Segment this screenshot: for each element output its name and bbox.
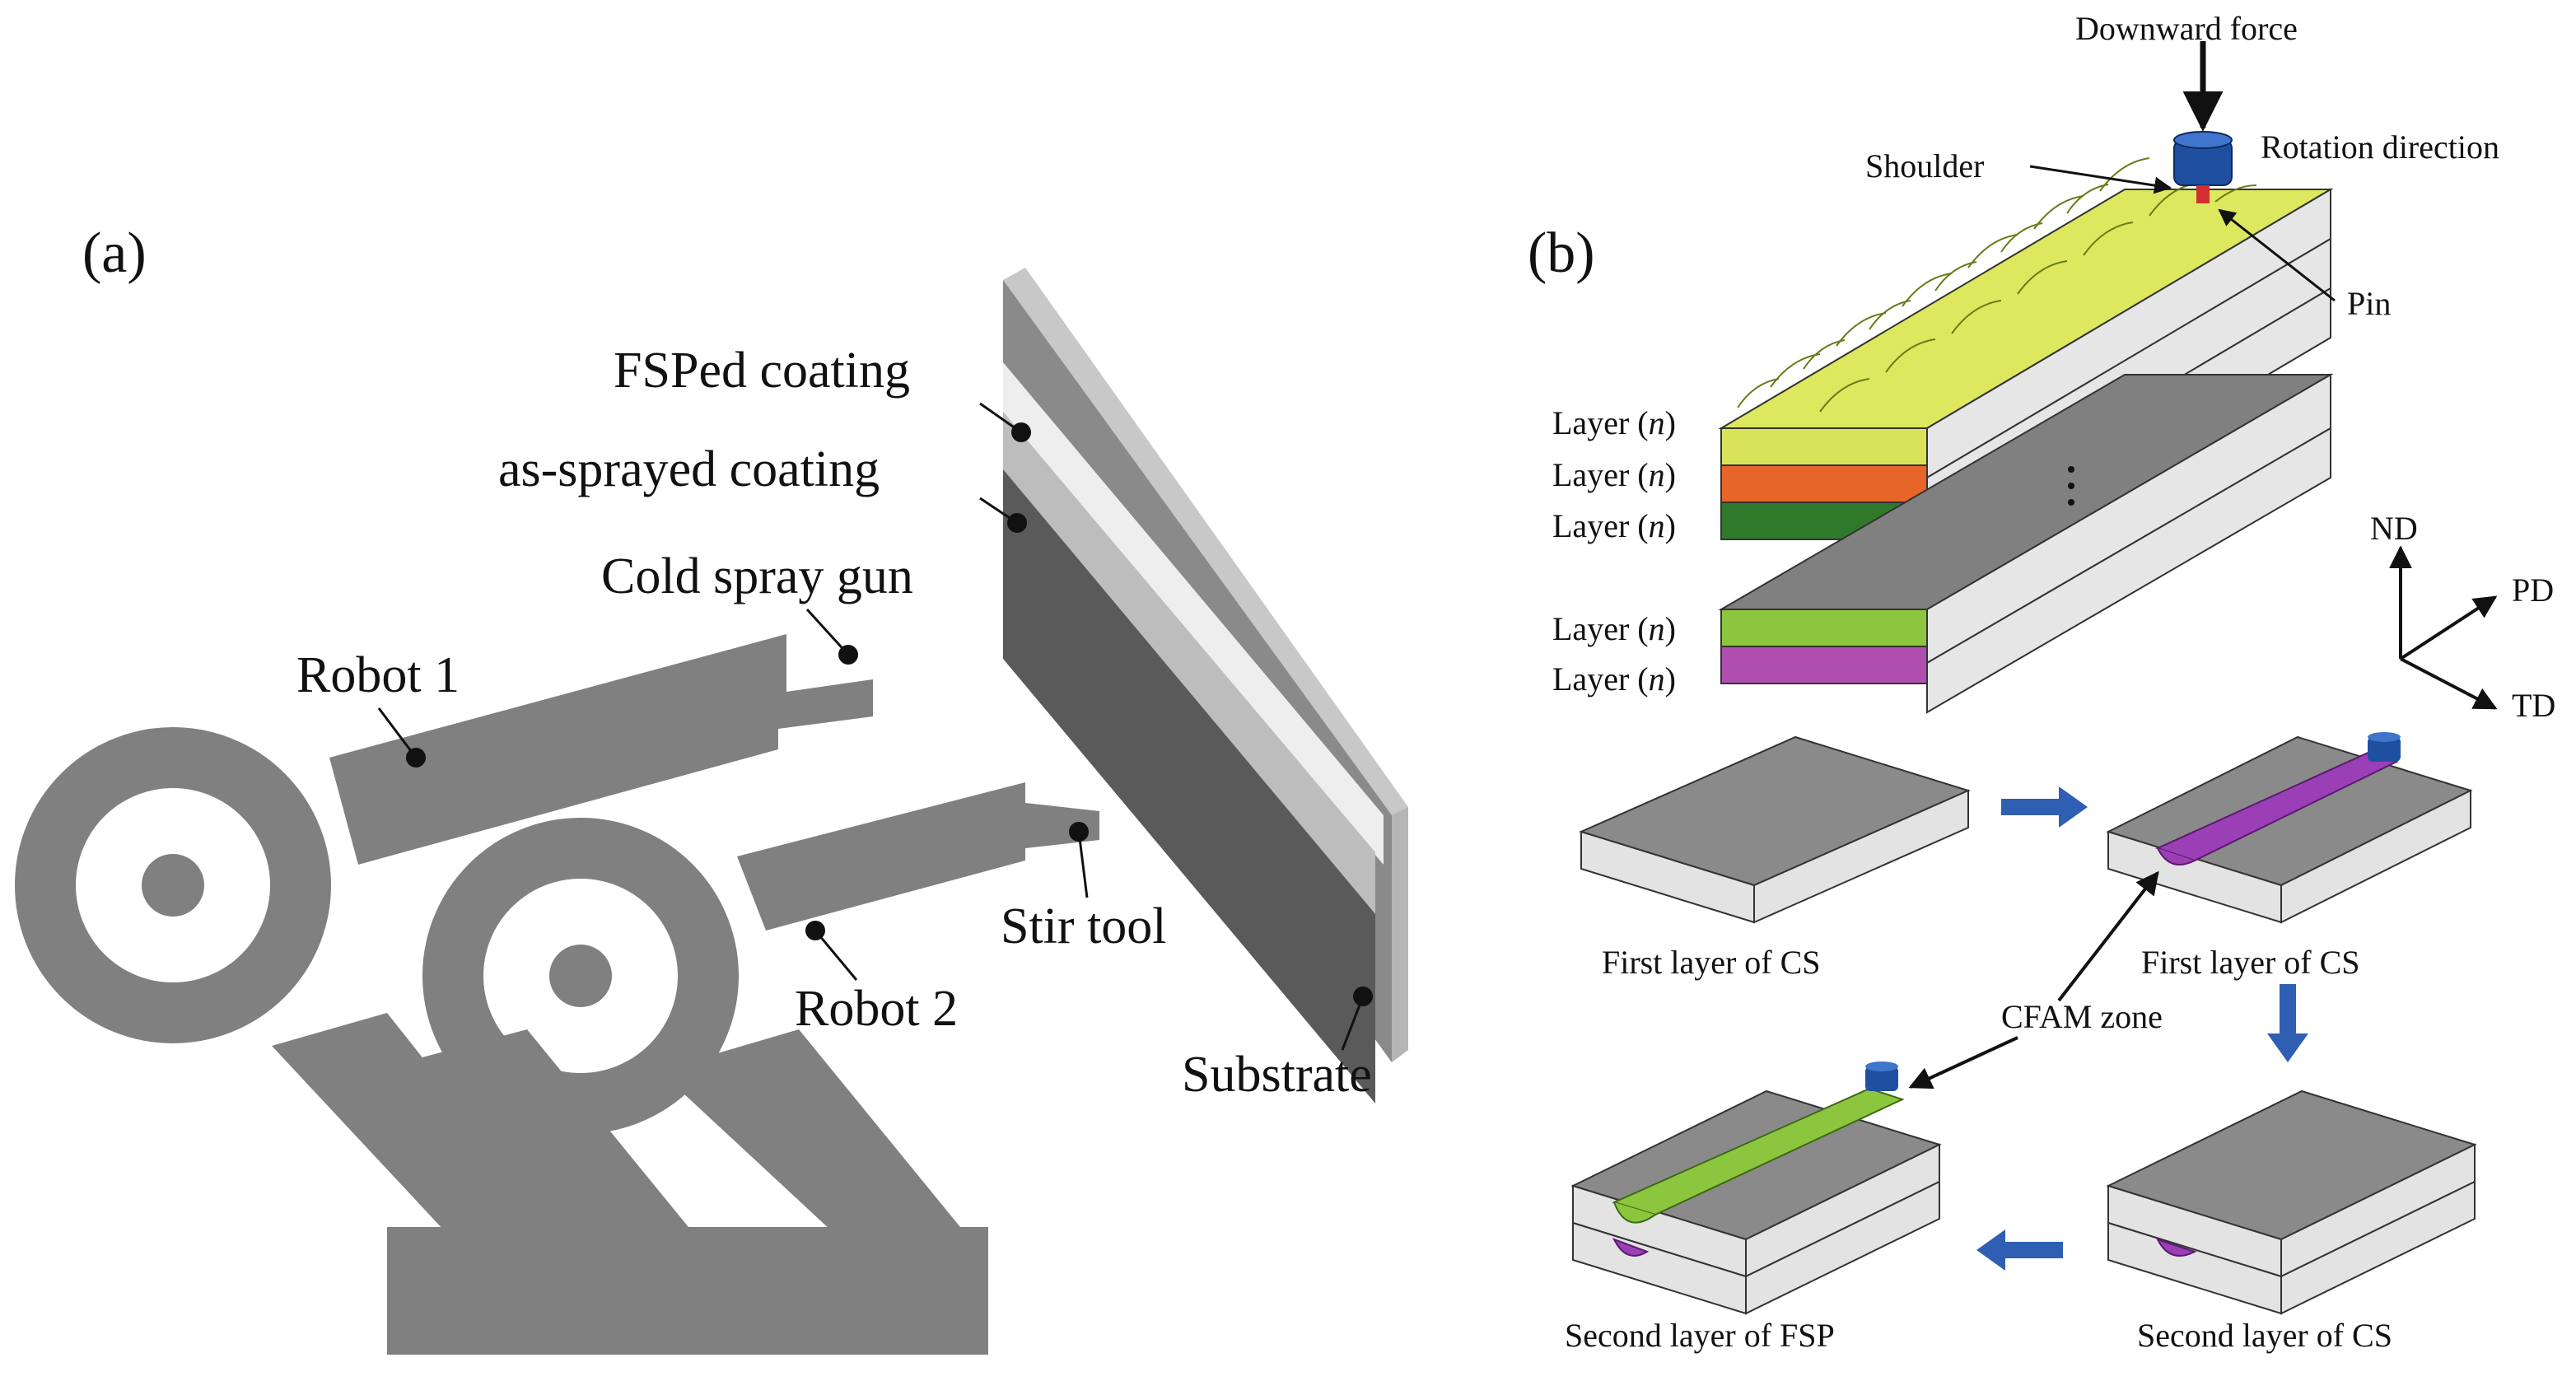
label-first-layer-cs-right: First layer of CS <box>2141 944 2360 981</box>
label-cfam-zone: CFAM zone <box>2001 998 2163 1035</box>
dot-cold-spray-gun <box>838 645 858 665</box>
label-downward-force: Downward force <box>2075 10 2298 47</box>
block-first-cs-left <box>1579 735 1971 924</box>
layer-label: Layer (n) <box>1552 660 1676 697</box>
dot-robot-1 <box>406 748 426 767</box>
fsp-tool <box>2173 131 2233 203</box>
label-rotation-direction: Rotation direction <box>2261 128 2499 166</box>
label-td: TD <box>2512 687 2555 724</box>
label-pd: PD <box>2512 572 2554 609</box>
dot-stir-tool <box>1069 822 1089 842</box>
layer-label: Layer (n) <box>1552 610 1676 647</box>
layer-label: Layer (n) <box>1552 456 1676 493</box>
label-pin: Pin <box>2347 285 2391 322</box>
coated-substrate-plate <box>1003 268 1408 1103</box>
block-second-cs <box>2106 1089 2477 1315</box>
panel-a: (a) FSPed coat <box>15 222 1408 1355</box>
axis-triad <box>2389 545 2498 710</box>
dot-robot-2 <box>805 921 825 940</box>
label-as-sprayed-coating: as-sprayed coating <box>498 441 880 497</box>
layer-label: Layer (n) <box>1552 507 1676 544</box>
flow-arrow-left <box>1976 1229 2063 1271</box>
label-nd: ND <box>2370 510 2418 547</box>
panel-b-tag: (b) <box>1528 222 1595 285</box>
label-cold-spray-gun: Cold spray gun <box>601 548 913 604</box>
block-first-cs-right <box>2106 732 2473 924</box>
panel-a-tag: (a) <box>82 222 147 285</box>
label-shoulder: Shoulder <box>1865 147 1984 184</box>
flow-arrow-down <box>2267 984 2308 1062</box>
block-second-fsp <box>1570 1061 1942 1315</box>
label-substrate: Substrate <box>1182 1047 1372 1103</box>
label-second-layer-cs: Second layer of CS <box>2137 1317 2392 1354</box>
label-stir-tool: Stir tool <box>1001 898 1167 954</box>
label-robot-1: Robot 1 <box>296 647 460 703</box>
flow-arrow-right <box>2001 786 2088 828</box>
dot-as-sprayed-coating <box>1007 513 1027 533</box>
label-robot-2: Robot 2 <box>795 981 958 1037</box>
label-first-layer-cs-left: First layer of CS <box>1602 944 1821 981</box>
layer-labels: Layer (n) Layer (n) Layer (n) Layer (n) … <box>1552 404 1676 697</box>
label-second-layer-fsp: Second layer of FSP <box>1565 1317 1835 1354</box>
panel-b: (b) <box>1528 10 2555 1354</box>
layer-label: Layer (n) <box>1552 404 1676 441</box>
dot-substrate <box>1353 987 1373 1006</box>
dot-fsped-coating <box>1011 422 1031 442</box>
robot-1 <box>15 634 873 1043</box>
robot-2 <box>422 782 1099 1134</box>
lower-layered-block <box>1718 373 2334 714</box>
label-fsped-coating: FSPed coating <box>614 343 910 399</box>
